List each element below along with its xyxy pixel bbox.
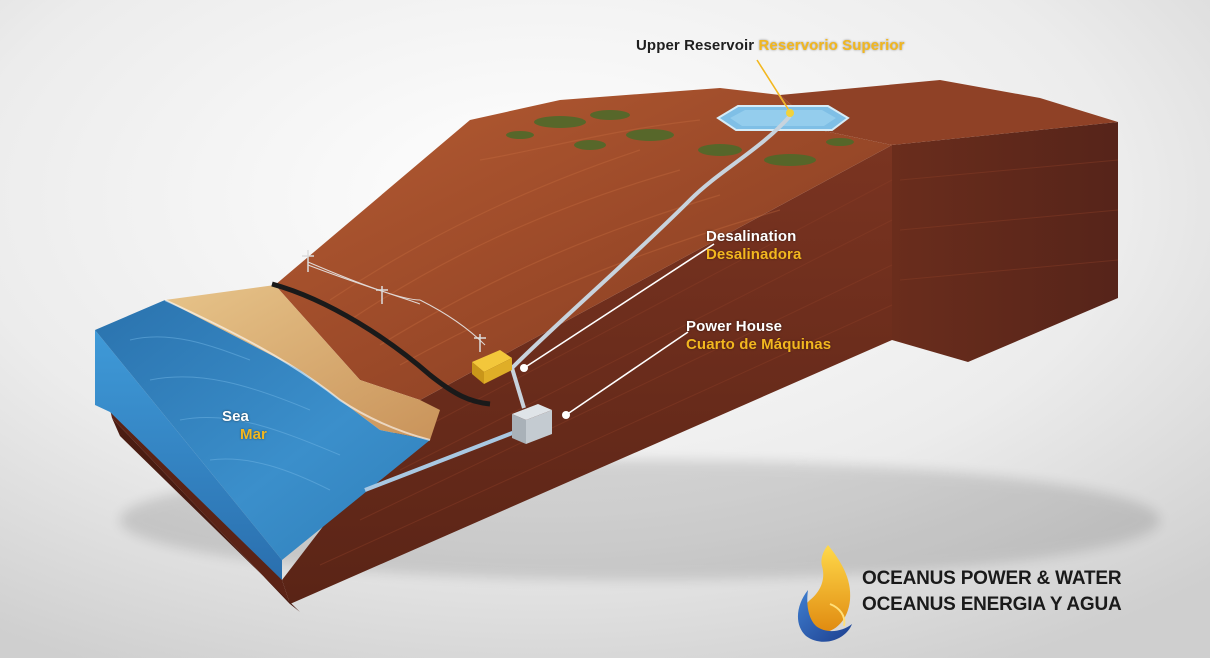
upper-reservoir-label-es: Reservorio Superior <box>758 37 905 54</box>
desalination-label-es: Desalinadora <box>706 246 802 263</box>
sea-label: Sea Mar <box>222 408 267 444</box>
power-house-icon <box>512 404 552 444</box>
power-house-label: Power House Cuarto de Máquinas <box>686 318 831 354</box>
power-house-label-en: Power House <box>686 318 783 335</box>
upper-reservoir-label: Upper Reservoir Reservorio Superior <box>636 37 905 55</box>
upper-reservoir-label-en: Upper Reservoir <box>636 37 755 54</box>
logo-line-2: OCEANUS ENERGIA Y AGUA <box>862 594 1122 615</box>
desalination-label-en: Desalination <box>706 228 797 245</box>
power-house-label-es: Cuarto de Máquinas <box>686 336 832 353</box>
desalination-label: Desalination Desalinadora <box>706 228 801 264</box>
logo-line-1: OCEANUS POWER & WATER <box>862 568 1122 589</box>
flame-drop-icon <box>797 545 852 642</box>
sea-label-es: Mar <box>240 426 267 443</box>
sea-label-en: Sea <box>222 408 249 425</box>
desalination-plant-icon <box>472 350 512 384</box>
